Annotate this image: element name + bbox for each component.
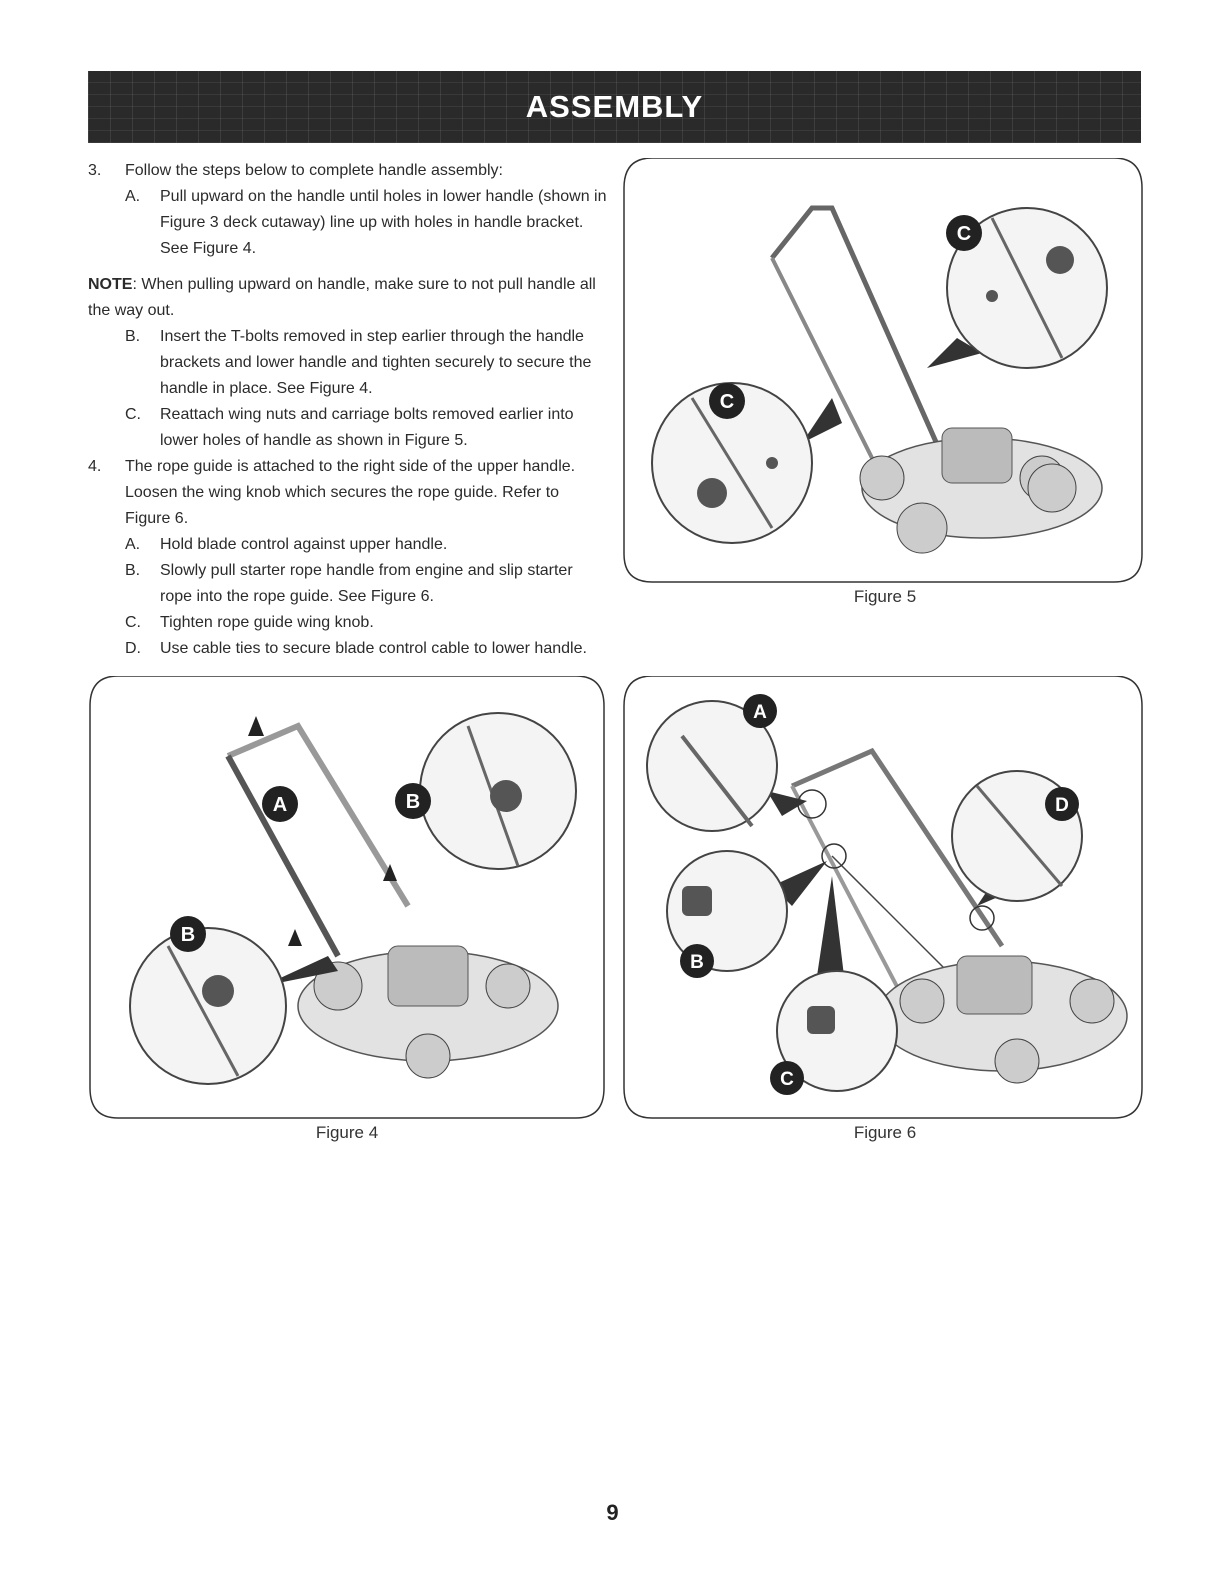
page-number: 9	[606, 1500, 619, 1525]
step-3b: B. Insert the T-bolts removed in step ea…	[88, 324, 608, 402]
callout-b-badge	[395, 783, 431, 819]
substep-letter: A.	[125, 188, 141, 205]
substep-text: Insert the T-bolts removed in step earli…	[160, 328, 592, 397]
callout-b-label: B	[406, 791, 420, 813]
substep-text: Hold blade control against upper handle.	[160, 536, 448, 553]
callout-d-badge	[1045, 787, 1079, 821]
callout-c-label: C	[720, 391, 734, 413]
figure-6-illustration: A B C D	[623, 676, 1143, 1119]
figure-6-caption: Figure 6	[853, 1123, 917, 1142]
substep-letter: B.	[125, 562, 141, 579]
section-banner: ASSEMBLY	[88, 71, 1141, 143]
callout-b-label: B	[181, 924, 195, 946]
substep-letter: B.	[125, 328, 141, 345]
callout-c-badge	[709, 383, 745, 419]
callout-b-badge	[680, 944, 714, 978]
callout-a-badge	[262, 786, 298, 822]
callout-c-badge	[770, 1061, 804, 1095]
step-number: 4.	[88, 458, 102, 475]
figure-5-illustration: C C	[623, 158, 1143, 583]
step-4a: A. Hold blade control against upper hand…	[88, 532, 608, 558]
step-3c: C. Reattach wing nuts and carriage bolts…	[88, 402, 608, 454]
note-label: NOTE	[88, 276, 133, 293]
callout-a-badge	[743, 694, 777, 728]
figure-6: A B C D	[622, 676, 1144, 1120]
section-title: ASSEMBLY	[525, 89, 704, 124]
callout-d-label: D	[1055, 795, 1069, 816]
figure-4-illustration: A B B	[89, 676, 605, 1119]
note-text: : When pulling upward on handle, make su…	[88, 276, 596, 319]
figure-5: C C	[622, 158, 1144, 584]
figure-4-caption: Figure 4	[315, 1123, 379, 1142]
callout-c-label: C	[957, 223, 971, 245]
substep-text: Reattach wing nuts and carriage bolts re…	[160, 406, 574, 449]
callout-c-label: C	[780, 1069, 794, 1090]
step-4d: D. Use cable ties to secure blade contro…	[88, 636, 608, 662]
callout-c-badge	[946, 215, 982, 251]
step-3: 3. Follow the steps below to complete ha…	[88, 158, 608, 184]
figure-5-caption: Figure 5	[853, 587, 917, 606]
substep-text: Tighten rope guide wing knob.	[160, 614, 374, 631]
substep-letter: D.	[125, 640, 141, 657]
step-4: 4. The rope guide is attached to the rig…	[88, 454, 608, 532]
callout-a-label: A	[753, 702, 767, 723]
step-text: The rope guide is attached to the right …	[125, 458, 576, 527]
note: NOTE: When pulling upward on handle, mak…	[88, 272, 608, 324]
step-4c: C. Tighten rope guide wing knob.	[88, 610, 608, 636]
callout-a-label: A	[273, 794, 287, 816]
substep-letter: A.	[125, 536, 141, 553]
substep-letter: C.	[125, 614, 141, 631]
substep-letter: C.	[125, 406, 141, 423]
callout-b-label: B	[690, 952, 704, 973]
step-number: 3.	[88, 162, 102, 179]
step-text: Follow the steps below to complete handl…	[125, 162, 503, 179]
substep-text: Pull upward on the handle until holes in…	[160, 188, 607, 257]
figure-4: A B B	[88, 676, 606, 1120]
substep-text: Slowly pull starter rope handle from eng…	[160, 562, 573, 605]
step-4b: B. Slowly pull starter rope handle from …	[88, 558, 608, 610]
step-3a: A. Pull upward on the handle until holes…	[88, 184, 608, 262]
instructions: 3. Follow the steps below to complete ha…	[88, 158, 608, 662]
banner-pattern	[88, 71, 1141, 143]
callout-b-badge	[170, 916, 206, 952]
substep-text: Use cable ties to secure blade control c…	[160, 640, 587, 657]
